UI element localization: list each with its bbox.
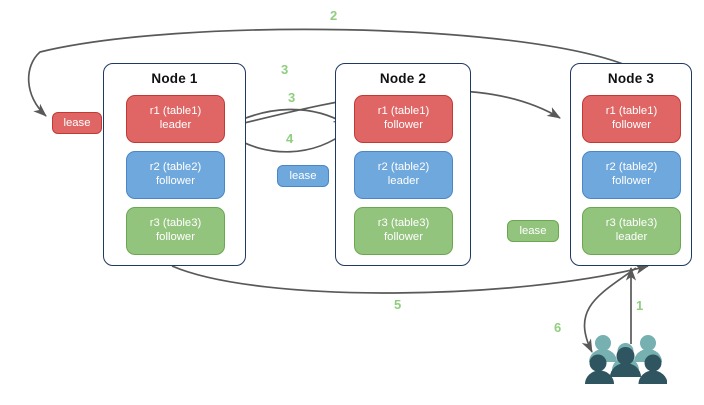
- lease-chip-range2[interactable]: lease: [277, 165, 329, 187]
- step-label-4: 4: [286, 131, 294, 146]
- node-1-replica-r2-role: follower: [156, 175, 195, 187]
- step-label-1: 1: [636, 298, 644, 313]
- node-2-replica-r3[interactable]: r3 (table3) follower: [354, 207, 453, 255]
- node-3-replica-r3-name: r3 (table3): [605, 217, 658, 230]
- node-1-replica-r2[interactable]: r2 (table2) follower: [126, 151, 225, 199]
- node-1-replica-r2-name: r2 (table2): [149, 161, 202, 174]
- node-2-replica-r2-role: leader: [387, 175, 420, 187]
- node-3-replica-r1-name: r1 (table1): [605, 105, 658, 118]
- node-1-replica-r3[interactable]: r3 (table3) follower: [126, 207, 225, 255]
- node-3-replica-r2-name: r2 (table2): [605, 161, 658, 174]
- node-1-replica-r1-name: r1 (table1): [149, 105, 202, 118]
- node-2-replica-r2-name: r2 (table2): [377, 161, 430, 174]
- node-3-title: Node 3: [607, 71, 655, 86]
- node-3-replica-r2-role: follower: [612, 175, 651, 187]
- node-2-replica-r2[interactable]: r2 (table2) leader: [354, 151, 453, 199]
- node-1-title: Node 1: [151, 71, 198, 86]
- arrow-step-5: [171, 264, 649, 294]
- step-label-3a: 3: [281, 62, 289, 77]
- node-3[interactable]: Node 3 r1 (table1) follower r2 (table2) …: [570, 63, 692, 266]
- users-group-icon: [585, 335, 667, 384]
- node-2-replica-r3-name: r3 (table3): [377, 217, 430, 230]
- node-3-replica-r2[interactable]: r2 (table2) follower: [582, 151, 681, 199]
- node-3-replica-r1-role: follower: [612, 119, 651, 131]
- node-1-replica-r1[interactable]: r1 (table1) leader: [126, 95, 225, 143]
- node-2-replica-r3-role: follower: [384, 231, 423, 243]
- node-1[interactable]: Node 1 r1 (table1) leader r2 (table2) fo…: [103, 63, 246, 266]
- step-label-2: 2: [330, 8, 338, 23]
- node-2-replica-r1-name: r1 (table1): [377, 105, 430, 118]
- node-3-replica-r3[interactable]: r3 (table3) leader: [582, 207, 681, 255]
- node-1-replica-r3-name: r3 (table3): [149, 217, 202, 230]
- step-label-3b: 3: [288, 90, 296, 105]
- step-label-6: 6: [554, 320, 562, 335]
- node-1-replica-r3-role: follower: [156, 231, 195, 243]
- node-2[interactable]: Node 2 r1 (table1) follower r2 (table2) …: [335, 63, 471, 266]
- lease-chip-range1[interactable]: lease: [52, 112, 102, 134]
- node-1-replica-r1-role: leader: [159, 119, 192, 131]
- step-label-5: 5: [394, 297, 402, 312]
- node-3-replica-r3-role: leader: [615, 231, 648, 243]
- node-2-replica-r1[interactable]: r1 (table1) follower: [354, 95, 453, 143]
- node-3-replica-r1[interactable]: r1 (table1) follower: [582, 95, 681, 143]
- node-2-replica-r1-role: follower: [384, 119, 423, 131]
- node-2-title: Node 2: [379, 71, 427, 86]
- lease-chip-range3[interactable]: lease: [507, 220, 559, 242]
